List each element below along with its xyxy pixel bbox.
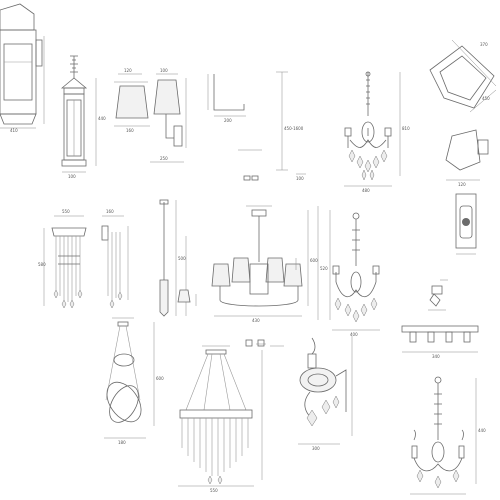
dim-label: 410 — [10, 128, 18, 133]
dim-label: 430 — [252, 318, 260, 323]
dim-label: 100 — [160, 68, 168, 73]
shade-chandelier-drawing: 430 600 — [211, 205, 318, 323]
tilted-sconce-drawing: 370 450 — [429, 39, 497, 113]
crystal-wall-sconce-drawing: 550 580 160 — [38, 209, 129, 309]
crystal-strands — [53, 236, 83, 309]
ring-pendant-drawing: 180 600 — [104, 317, 164, 445]
dim-label: 440 — [478, 428, 486, 433]
spot-light-drawing: 120 — [445, 129, 489, 187]
lampshade-front-drawing: 120 160 — [114, 68, 150, 133]
dim-label: 120 — [124, 68, 132, 73]
dim-label: 810 — [402, 126, 410, 131]
crystal-chandelier-drawing: 480 810 — [344, 71, 410, 193]
candle-crystal-sconce-drawing: 300 — [298, 336, 353, 451]
dim-label: 160 — [126, 128, 134, 133]
track-spots-drawing: 340 — [401, 325, 479, 359]
small-spot-drawing — [428, 279, 448, 311]
fringe-crystals — [181, 418, 249, 485]
dim-label: 180 — [118, 440, 126, 445]
cylinder-light-drawing — [455, 193, 477, 255]
bracket-sketch: 200 — [207, 74, 246, 123]
dim-label: 250 — [160, 156, 168, 161]
wall-sconce-side-drawing: 100 250 — [150, 68, 187, 163]
dim-label: 200 — [224, 118, 232, 123]
dim-label: 480 — [362, 188, 370, 193]
dim-label: 100 — [296, 176, 304, 181]
dim-label: 600 — [156, 376, 164, 381]
pendant-height-diagram: 450-1600 100 — [276, 71, 306, 181]
crystal-drops — [348, 149, 388, 181]
dim-label: 340 — [432, 354, 440, 359]
dim-label: 580 — [38, 262, 46, 267]
candle-chandelier-drawing: 440 — [410, 376, 486, 495]
dim-label: 100 — [68, 174, 76, 179]
dim-label: 450-1600 — [284, 126, 304, 131]
dim-label: 550 — [210, 488, 218, 493]
wall-lantern-drawing: 410 — [0, 3, 45, 133]
dim-label: 440 — [98, 116, 106, 121]
slim-pendant-drawing: 500 — [159, 199, 197, 317]
dim-label: 300 — [312, 446, 320, 451]
track-spot-heads — [409, 331, 471, 343]
dim-label: 120 — [458, 182, 466, 187]
dim-label: 600 — [310, 258, 318, 263]
arm-chandelier-drawing: 520 400 — [317, 206, 380, 337]
fringe-chandelier-drawing: 550 — [178, 339, 284, 493]
dim-label: 160 — [106, 209, 114, 214]
dim-label: 550 — [62, 209, 70, 214]
dim-label: 450 — [482, 96, 490, 101]
dim-label: 400 — [350, 332, 358, 337]
dim-label: 520 — [320, 266, 328, 271]
hanging-lantern-drawing: 100 440 — [60, 55, 106, 179]
dim-label: 370 — [480, 42, 488, 47]
dim-label: 500 — [178, 256, 186, 261]
misc-dimension-ticks — [238, 149, 297, 345]
